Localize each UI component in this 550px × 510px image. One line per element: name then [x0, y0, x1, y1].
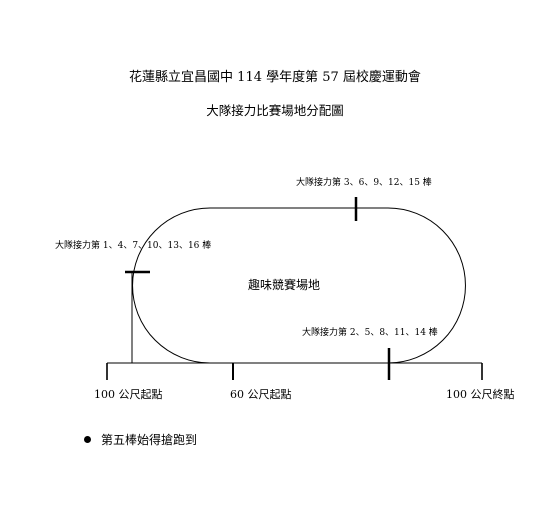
page-title: 花蓮縣立宜昌國中 114 學年度第 57 屆校慶運動會 — [129, 70, 421, 85]
finish-100m-label: 100 公尺終點 — [446, 388, 515, 401]
bullet-icon — [84, 436, 91, 443]
note-text: 第五棒始得搶跑到 — [101, 433, 198, 447]
page-subtitle: 大隊接力比賽場地分配圖 — [206, 103, 344, 118]
start-60m-label: 60 公尺起點 — [230, 388, 292, 401]
relay-bottom-label: 大隊接力第 2、5、8、11、14 棒 — [302, 328, 438, 338]
start-100m-label: 100 公尺起點 — [94, 388, 163, 401]
relay-left-label: 大隊接力第 1、4、7、10、13、16 棒 — [55, 241, 212, 251]
relay-top-label: 大隊接力第 3、6、9、12、15 棒 — [296, 178, 432, 188]
note-item: 第五棒始得搶跑到 — [84, 431, 197, 448]
field-label: 趣味競賽場地 — [248, 278, 321, 292]
